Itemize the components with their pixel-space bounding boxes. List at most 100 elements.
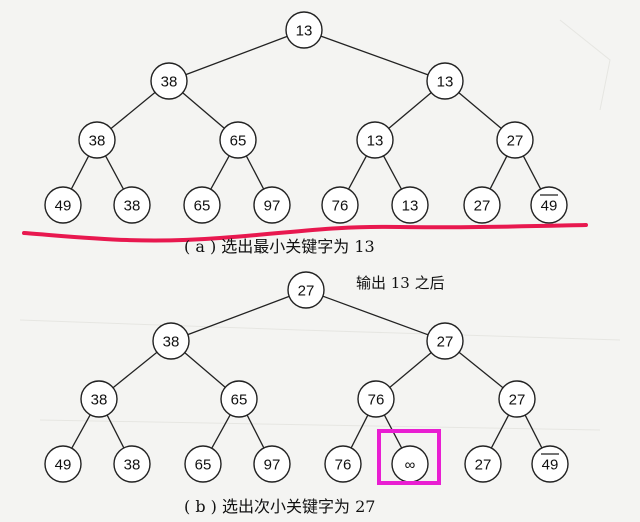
node-circle [44,445,82,483]
node-label: 76 [335,457,352,474]
tree-node: 38 [113,186,151,224]
node-circle [356,121,394,159]
node-circle [183,186,221,224]
node-circle [150,62,188,100]
tree-node: 76 [357,380,395,418]
node-circle [357,380,395,418]
node-circle [531,445,569,483]
node-label: 27 [507,133,524,150]
node-label: 49 [55,457,72,474]
tree-edge [70,155,90,190]
tree-edge [522,155,542,190]
tree-node: 27 [287,271,325,309]
node-circle [113,186,151,224]
tree-node: 65 [220,380,258,418]
tree-edge [489,155,508,190]
node-circle [184,445,222,483]
node-circle [530,186,568,224]
tree-edge [490,414,510,449]
tree-edge [182,92,225,129]
edges-layer [70,35,543,449]
tree-node: 27 [496,121,534,159]
node-label: 65 [194,198,211,215]
tree-edge [382,155,403,190]
tree-edge [320,35,429,76]
tree-edge [350,414,369,449]
node-circle [496,121,534,159]
node-circle [219,121,257,159]
caption-b: ( b ) 选出次小关键字为 27 [184,497,376,516]
node-label: 27 [298,283,315,300]
tree-node: 38 [113,445,151,483]
tree-edge [458,351,504,389]
tree-node: 38 [152,322,190,360]
node-circle [220,380,258,418]
node-label: ∞ [405,457,416,474]
node-label: 49 [541,198,558,215]
node-circle [152,322,190,360]
tree-edge [347,155,368,190]
node-circle [464,445,502,483]
node-label: 49 [55,198,72,215]
tree-edge [104,155,125,190]
node-circle [426,322,464,360]
caption-a: ( a ) 选出最小关键字为 13 [184,237,375,256]
red-underline-stroke [22,223,588,243]
node-circle [80,380,118,418]
node-label: 27 [475,457,492,474]
node-label: 27 [509,392,526,409]
tree-edge [524,414,543,449]
node-label: 97 [264,198,281,215]
tree-node: 49 [44,186,82,224]
node-label: 38 [163,334,180,351]
tree-node: 49 [531,445,569,483]
node-label: 13 [367,133,384,150]
node-label: 38 [89,133,106,150]
tree-edge [388,92,432,129]
node-circle [253,186,291,224]
node-circle [113,445,151,483]
node-label: 65 [230,133,247,150]
node-label: 49 [542,457,559,474]
node-circle [285,11,323,49]
node-label: 27 [474,198,491,215]
tree-edge [110,91,156,130]
node-label: 76 [332,198,349,215]
tree-edge [389,352,432,388]
tree-node: 38 [150,62,188,100]
tree-node: 13 [426,62,464,100]
tree-node: 13 [391,186,429,224]
tree-edge [458,92,502,129]
node-label: 13 [402,198,419,215]
node-circle [44,186,82,224]
tree-edge [322,295,429,336]
node-circle [287,271,325,309]
tree-node: 65 [219,121,257,159]
nodes-layer: 13 38 13 38 65 13 27 49 38 65 97 76 13 27 49 27 38 27 38 65… [44,11,569,483]
node-label: 13 [296,23,313,40]
tree-node: 76 [324,445,362,483]
tree-node: 27 [464,445,502,483]
tree-node: 65 [183,186,221,224]
tree-edge [112,351,158,389]
node-label: 65 [231,392,248,409]
tree-edge [211,414,231,449]
tree-node: 27 [463,186,501,224]
node-circle [463,186,501,224]
node-label: 76 [368,392,385,409]
tree-node: 76 [321,186,359,224]
background-texture [19,19,621,431]
node-label: 13 [437,74,454,91]
node-circle [321,186,359,224]
tree-edge [245,155,265,190]
tree-node: 97 [253,445,291,483]
tree-node: ∞ [391,445,429,483]
tree-edge [210,155,230,190]
tree-edge [184,352,226,388]
tree-edge [106,414,125,449]
tree-edge [185,35,288,76]
tree-node: 27 [498,380,536,418]
node-label: 38 [161,74,178,91]
node-circle [426,62,464,100]
